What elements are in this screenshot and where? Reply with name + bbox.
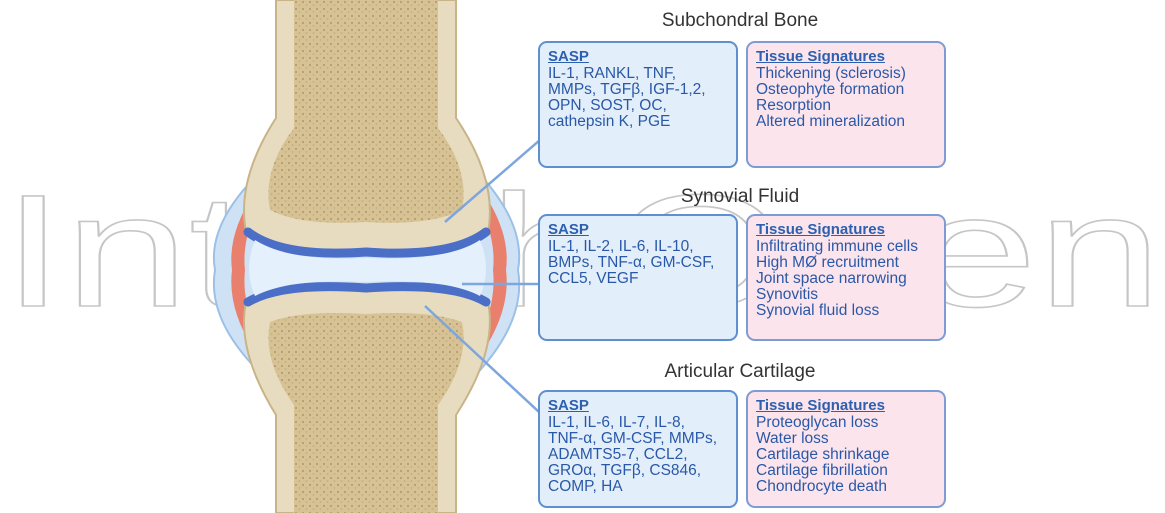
tissue-item: Synovitis <box>756 287 936 303</box>
sasp-heading: SASP <box>548 49 728 65</box>
sasp-box-synovial-fluid: SASP IL-1, IL-2, IL-6, IL-10, BMPs, TNF-… <box>538 214 738 341</box>
section-title-subchondral-bone: Subchondral Bone <box>530 10 950 32</box>
tissue-item: High MØ recruitment <box>756 255 936 271</box>
tissue-heading: Tissue Signatures <box>756 49 936 65</box>
tissue-item: Proteoglycan loss <box>756 415 936 431</box>
sasp-box-subchondral-bone: SASP IL-1, RANKL, TNF, MMPs, TGFβ, IGF-1… <box>538 41 738 168</box>
tissue-item: Joint space narrowing <box>756 271 936 287</box>
upper-marrow <box>268 0 463 223</box>
tissue-item: Resorption <box>756 98 936 114</box>
knee-joint-illustration <box>180 0 540 513</box>
sasp-heading: SASP <box>548 398 728 414</box>
tissue-heading: Tissue Signatures <box>756 222 936 238</box>
tissue-box-subchondral-bone: Tissue Signatures Thickening (sclerosis)… <box>746 41 946 168</box>
sasp-text: IL-1, IL-6, IL-7, IL-8, TNF-α, GM-CSF, M… <box>548 415 728 495</box>
sasp-text: IL-1, IL-2, IL-6, IL-10, BMPs, TNF-α, GM… <box>548 239 728 287</box>
sasp-heading: SASP <box>548 222 728 238</box>
section-title-synovial-fluid: Synovial Fluid <box>530 186 950 208</box>
tissue-box-synovial-fluid: Tissue Signatures Infiltrating immune ce… <box>746 214 946 341</box>
tissue-item: Cartilage fibrillation <box>756 463 936 479</box>
sasp-text: IL-1, RANKL, TNF, MMPs, TGFβ, IGF-1,2, O… <box>548 66 728 130</box>
tissue-item: Altered mineralization <box>756 114 936 130</box>
tissue-item: Synovial fluid loss <box>756 303 936 319</box>
section-title-articular-cartilage: Articular Cartilage <box>530 361 950 383</box>
sasp-box-articular-cartilage: SASP IL-1, IL-6, IL-7, IL-8, TNF-α, GM-C… <box>538 390 738 508</box>
tissue-item: Thickening (sclerosis) <box>756 66 936 82</box>
tissue-item: Infiltrating immune cells <box>756 239 936 255</box>
tissue-box-articular-cartilage: Tissue Signatures Proteoglycan loss Wate… <box>746 390 946 508</box>
lower-marrow <box>268 313 463 513</box>
tissue-item: Water loss <box>756 431 936 447</box>
tissue-item: Osteophyte formation <box>756 82 936 98</box>
tissue-item: Cartilage shrinkage <box>756 447 936 463</box>
tissue-item: Chondrocyte death <box>756 479 936 495</box>
tissue-heading: Tissue Signatures <box>756 398 936 414</box>
